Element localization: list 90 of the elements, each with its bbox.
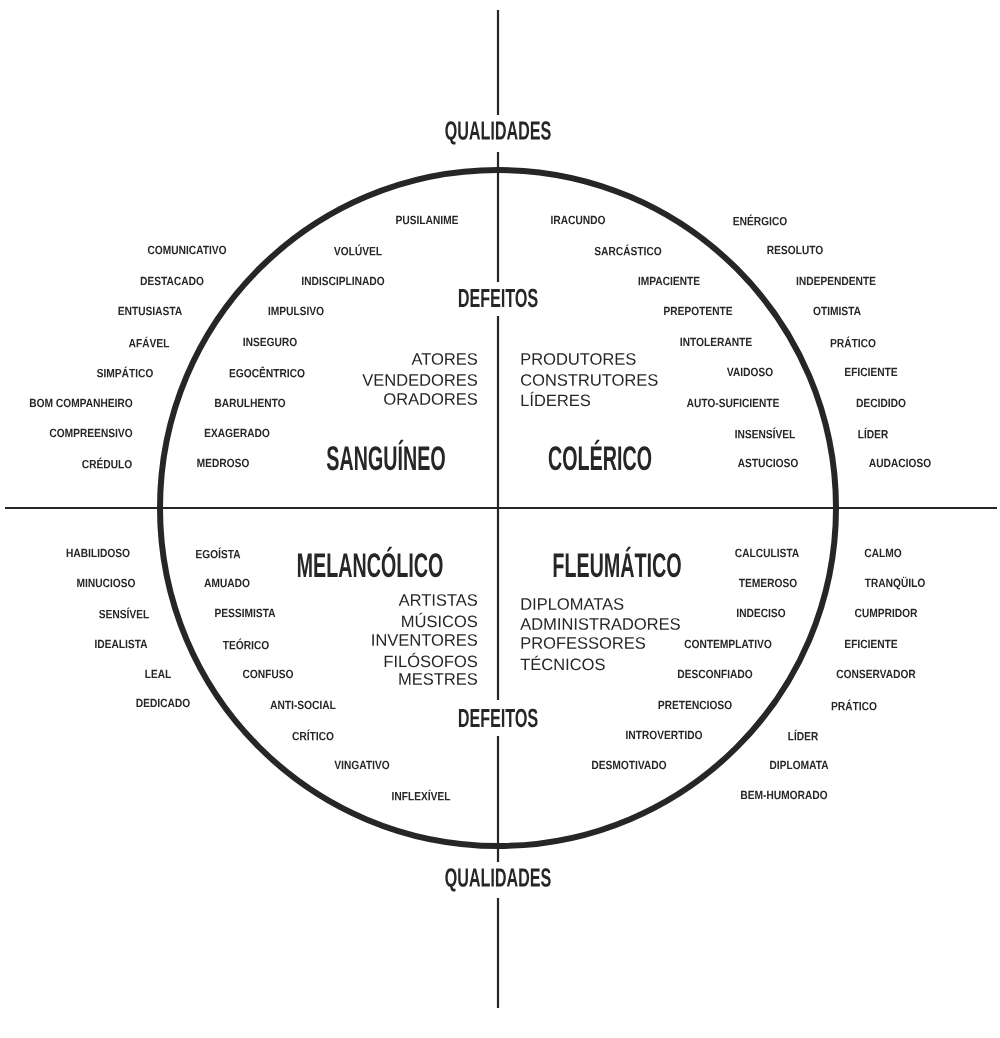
profession-word: MESTRES — [399, 673, 478, 685]
profession-word: VENDEDORES — [362, 374, 478, 386]
temperament-name: MELANCÓLICO — [297, 546, 443, 578]
trait-word: DESCONFIADO — [678, 669, 753, 679]
trait-word: MINUCIOSO — [77, 578, 136, 588]
trait-word: SARCÁSTICO — [594, 244, 662, 256]
trait-word: PRÁTICO — [831, 699, 877, 711]
temperament-name: FLEUMÁTICO — [553, 546, 681, 578]
trait-word: BARULHENTO — [215, 398, 286, 408]
trait-word: ENTUSIASTA — [118, 306, 182, 316]
trait-word: AMUADO — [204, 578, 250, 588]
trait-word: LÍDER — [858, 427, 889, 439]
trait-word: DESMOTIVADO — [592, 760, 667, 770]
heading: DEFEITOS — [458, 288, 538, 308]
trait-word: DECIDIDO — [856, 398, 906, 408]
profession-word: DIPLOMATAS — [521, 598, 624, 610]
trait-word: INDECISO — [737, 608, 786, 618]
trait-word: PREPOTENTE — [664, 306, 733, 316]
trait-word: VOLÚVEL — [334, 244, 382, 256]
profession-word: ARTISTAS — [398, 594, 478, 606]
trait-word: SENSÍVEL — [99, 607, 149, 619]
trait-word: CONSERVADOR — [836, 669, 916, 679]
trait-word: EFICIENTE — [845, 367, 898, 377]
trait-word: BOM COMPANHEIRO — [29, 398, 133, 408]
heading: QUALIDADES — [445, 121, 551, 145]
profession-word: LÍDERES — [521, 391, 591, 407]
trait-word: AUDACIOSO — [869, 458, 931, 468]
trait-word: CONTEMPLATIVO — [684, 639, 772, 649]
trait-word: CRÍTICO — [292, 729, 334, 741]
trait-word: CUMPRIDOR — [855, 608, 918, 618]
profession-word: PROFESSORES — [521, 637, 646, 649]
trait-word: EXAGERADO — [204, 428, 270, 438]
trait-word: DEDICADO — [136, 698, 190, 708]
trait-word: AFÁVEL — [128, 336, 170, 348]
trait-word: INDEPENDENTE — [796, 276, 876, 286]
trait-word: COMPREENSIVO — [49, 428, 133, 438]
trait-word: ENÉRGICO — [733, 214, 787, 226]
trait-word: DESTACADO — [140, 276, 204, 286]
trait-word: TEMEROSO — [738, 578, 797, 588]
trait-word: ASTUCIOSO — [737, 458, 798, 468]
trait-word: INTROVERTIDO — [626, 730, 703, 740]
trait-word: PRETENCIOSO — [658, 700, 732, 710]
trait-word: RESOLUTO — [767, 245, 823, 255]
trait-word: IRACUNDO — [551, 215, 606, 225]
profession-word: PRODUTORES — [521, 353, 636, 365]
trait-word: LÍDER — [788, 729, 819, 741]
profession-word: MÚSICOS — [402, 612, 478, 628]
profession-word: ADMINISTRADORES — [520, 618, 680, 630]
trait-word: HABILIDOSO — [66, 548, 130, 558]
trait-word: INTOLERANTE — [680, 337, 752, 347]
trait-word: INSEGURO — [243, 337, 297, 347]
trait-word: DIPLOMATA — [770, 760, 829, 770]
trait-word: EGOÍSTA — [196, 547, 241, 559]
trait-word: INFLEXÍVEL — [392, 789, 451, 801]
profession-word: INVENTORES — [372, 634, 478, 646]
trait-word: COMUNICATIVO — [147, 245, 227, 255]
temperament-name: SANGUÍNEO — [326, 439, 445, 471]
trait-word: PRÁTICO — [830, 336, 876, 348]
trait-word: OTIMISTA — [813, 306, 861, 316]
trait-word: PUSILANIME — [396, 215, 459, 225]
trait-word: MEDROSO — [197, 458, 249, 468]
trait-word: PESSIMISTA — [215, 608, 276, 618]
trait-word: CALCULISTA — [735, 548, 799, 558]
profession-word: FILÓSOFOS — [384, 652, 478, 668]
trait-word: LEAL — [145, 669, 171, 679]
trait-word: IMPACIENTE — [638, 276, 700, 286]
heading: QUALIDADES — [445, 868, 551, 892]
profession-word: CONSTRUTORES — [521, 374, 658, 386]
trait-word: TEÓRICO — [222, 638, 269, 650]
trait-word: CALMO — [864, 548, 902, 558]
trait-word: VINGATIVO — [334, 760, 390, 770]
profession-word: TÉCNICOS — [520, 655, 605, 671]
trait-word: BEM-HUMORADO — [741, 790, 828, 800]
trait-word: TRANQÜILO — [864, 576, 925, 590]
trait-word: AUTO-SUFICIENTE — [686, 398, 779, 408]
trait-word: INDISCIPLINADO — [302, 276, 385, 286]
profession-word: ATORES — [411, 353, 478, 365]
trait-word: IMPULSIVO — [268, 306, 324, 316]
temperament-name: COLÉRICO — [548, 439, 652, 471]
trait-word: VAIDOSO — [726, 367, 773, 377]
heading: DEFEITOS — [458, 708, 538, 728]
profession-word: ORADORES — [384, 393, 478, 405]
trait-word: CONFUSO — [242, 669, 294, 679]
trait-word: IDEALISTA — [95, 639, 148, 649]
trait-word: ANTI-SOCIAL — [270, 700, 336, 710]
trait-word: CRÉDULO — [82, 457, 132, 469]
trait-word: SIMPÁTICO — [96, 366, 153, 378]
trait-word: EGOCÊNTRICO — [229, 366, 305, 378]
trait-word: EFICIENTE — [845, 639, 898, 649]
trait-word: INSENSÍVEL — [735, 427, 795, 439]
